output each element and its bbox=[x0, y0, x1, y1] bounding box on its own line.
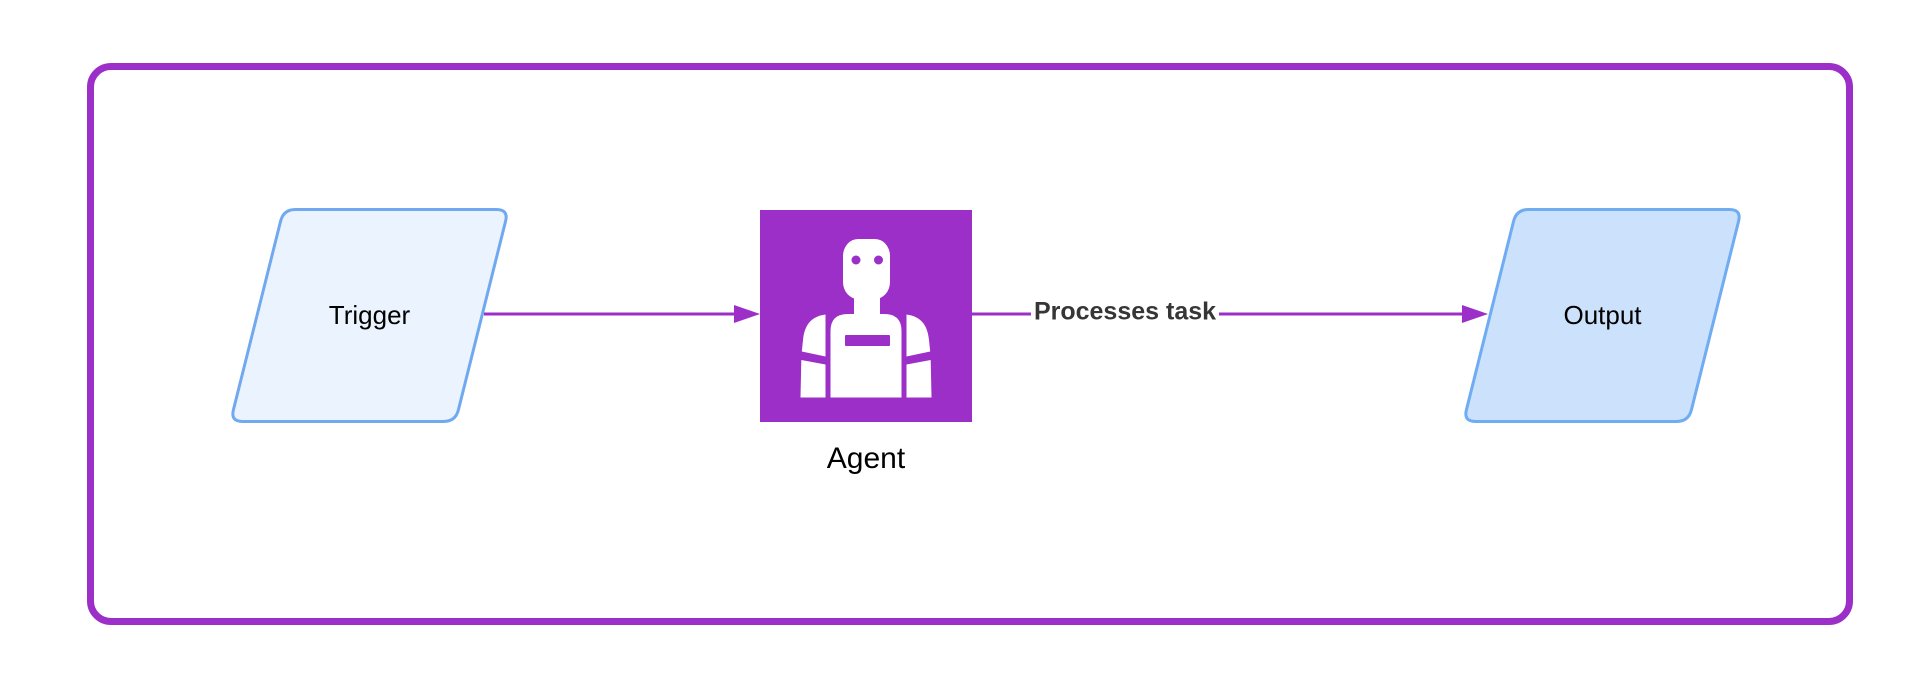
output-parallelogram-shape bbox=[1464, 208, 1741, 423]
node-agent-label: Agent bbox=[826, 442, 906, 475]
robot-icon bbox=[760, 210, 972, 422]
flow-boundary-box bbox=[87, 63, 1853, 625]
node-output: Output bbox=[1462, 208, 1743, 423]
node-agent bbox=[760, 210, 972, 422]
trigger-parallelogram-shape bbox=[231, 208, 508, 423]
arrow-trigger-to-agent bbox=[484, 305, 760, 323]
edge-label-processes-task: Processes task bbox=[1030, 297, 1220, 327]
node-trigger: Trigger bbox=[229, 208, 510, 423]
